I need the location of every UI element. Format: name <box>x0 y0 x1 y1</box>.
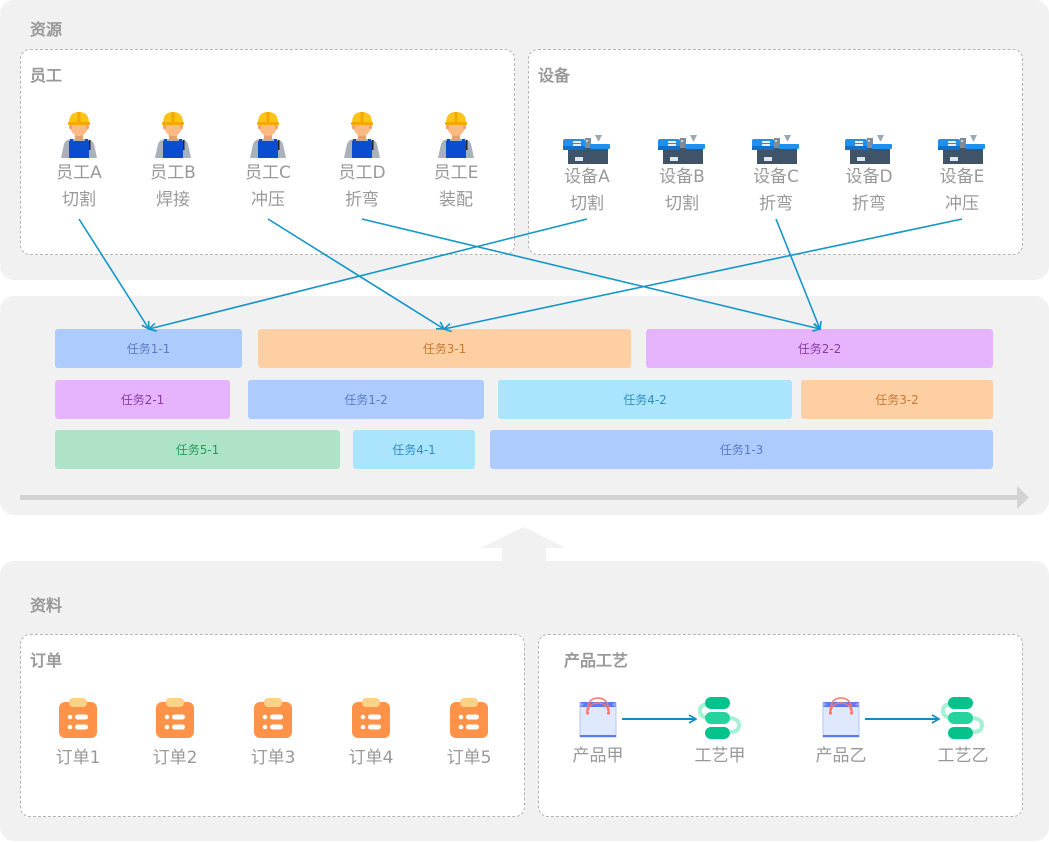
staff-item[interactable]: 员工A 切割 <box>39 108 119 214</box>
staff-skill: 焊接 <box>156 190 190 210</box>
order-item[interactable]: 订单4 <box>331 697 411 772</box>
staff-item[interactable]: 员工B 焊接 <box>133 108 213 214</box>
worker-icon <box>434 108 478 158</box>
shopping-bag-icon <box>578 695 618 739</box>
staff-skill: 折弯 <box>345 190 379 210</box>
staff-title: 员工 <box>30 66 63 85</box>
order-name: 订单3 <box>250 748 296 768</box>
order-name: 订单5 <box>446 748 492 768</box>
process-name: 工艺甲 <box>694 746 746 766</box>
task-bar[interactable]: 任务4-2 <box>498 380 792 419</box>
task-bar[interactable]: 任务3-2 <box>801 380 993 419</box>
order-item[interactable]: 订单3 <box>233 697 313 772</box>
staff-name: 员工E <box>433 163 479 183</box>
equipment-name: 设备A <box>564 167 610 187</box>
equipment-name: 设备E <box>939 167 985 187</box>
staff-item[interactable]: 员工D 折弯 <box>322 108 402 214</box>
staff-name: 员工D <box>338 163 386 183</box>
task-bar[interactable]: 任务2-1 <box>55 380 230 419</box>
product-name: 产品甲 <box>572 746 624 766</box>
product-item[interactable]: 产品乙 <box>801 695 881 770</box>
clipboard-icon <box>351 697 391 739</box>
equipment-title: 设备 <box>538 66 571 85</box>
staff-skill: 装配 <box>439 190 473 210</box>
equipment-skill: 折弯 <box>852 194 886 214</box>
machine-icon <box>844 134 894 164</box>
staff-item[interactable]: 员工C 冲压 <box>228 108 308 214</box>
equipment-name: 设备D <box>845 167 893 187</box>
materials-panel: 资料 订单 产品工艺 <box>0 561 1049 841</box>
task-bar[interactable]: 任务4-1 <box>353 430 475 469</box>
order-name: 订单1 <box>55 748 101 768</box>
equipment-skill: 切割 <box>665 194 699 214</box>
shopping-bag-icon <box>821 695 861 739</box>
worker-icon <box>151 108 195 158</box>
staff-skill: 切割 <box>62 190 96 210</box>
order-item[interactable]: 订单2 <box>135 697 215 772</box>
process-box: 产品工艺 <box>538 634 1023 817</box>
equipment-item[interactable]: 设备C 折弯 <box>736 134 816 218</box>
product-item[interactable]: 产品甲 <box>558 695 638 770</box>
order-item[interactable]: 订单1 <box>38 697 118 772</box>
staff-item[interactable]: 员工E 装配 <box>416 108 496 214</box>
process-steps-icon <box>697 695 743 741</box>
worker-icon <box>340 108 384 158</box>
task-bar[interactable]: 任务5-1 <box>55 430 340 469</box>
order-name: 订单4 <box>348 748 394 768</box>
machine-icon <box>751 134 801 164</box>
equipment-skill: 冲压 <box>945 194 979 214</box>
worker-icon <box>246 108 290 158</box>
machine-icon <box>562 134 612 164</box>
staff-name: 员工A <box>56 163 102 183</box>
process-title: 产品工艺 <box>564 651 629 670</box>
clipboard-icon <box>58 697 98 739</box>
process-name: 工艺乙 <box>937 746 989 766</box>
equipment-skill: 折弯 <box>759 194 793 214</box>
order-name: 订单2 <box>152 748 198 768</box>
clipboard-icon <box>449 697 489 739</box>
equipment-item[interactable]: 设备A 切割 <box>547 134 627 218</box>
equipment-item[interactable]: 设备B 切割 <box>642 134 722 218</box>
materials-title: 资料 <box>30 596 63 615</box>
product-name: 产品乙 <box>815 746 867 766</box>
machine-icon <box>937 134 987 164</box>
staff-name: 员工B <box>150 163 196 183</box>
equipment-name: 设备C <box>753 167 799 187</box>
equipment-item[interactable]: 设备D 折弯 <box>829 134 909 218</box>
resources-title: 资源 <box>30 20 63 39</box>
staff-name: 员工C <box>245 163 291 183</box>
task-bar[interactable]: 任务1-1 <box>55 329 242 368</box>
task-bar[interactable]: 任务2-2 <box>646 329 993 368</box>
order-item[interactable]: 订单5 <box>429 697 509 772</box>
task-bar[interactable]: 任务1-2 <box>248 380 484 419</box>
task-bar[interactable]: 任务1-3 <box>490 430 993 469</box>
machine-icon <box>657 134 707 164</box>
process-steps-icon <box>940 695 986 741</box>
orders-title: 订单 <box>30 651 63 670</box>
process-item[interactable]: 工艺甲 <box>680 695 760 770</box>
equipment-item[interactable]: 设备E 冲压 <box>922 134 1002 218</box>
process-item[interactable]: 工艺乙 <box>923 695 1003 770</box>
staff-skill: 冲压 <box>251 190 285 210</box>
task-bar[interactable]: 任务3-1 <box>258 329 631 368</box>
clipboard-icon <box>253 697 293 739</box>
worker-icon <box>57 108 101 158</box>
clipboard-icon <box>155 697 195 739</box>
timeline-arrow <box>20 486 1029 509</box>
equipment-name: 设备B <box>659 167 705 187</box>
equipment-skill: 切割 <box>570 194 604 214</box>
